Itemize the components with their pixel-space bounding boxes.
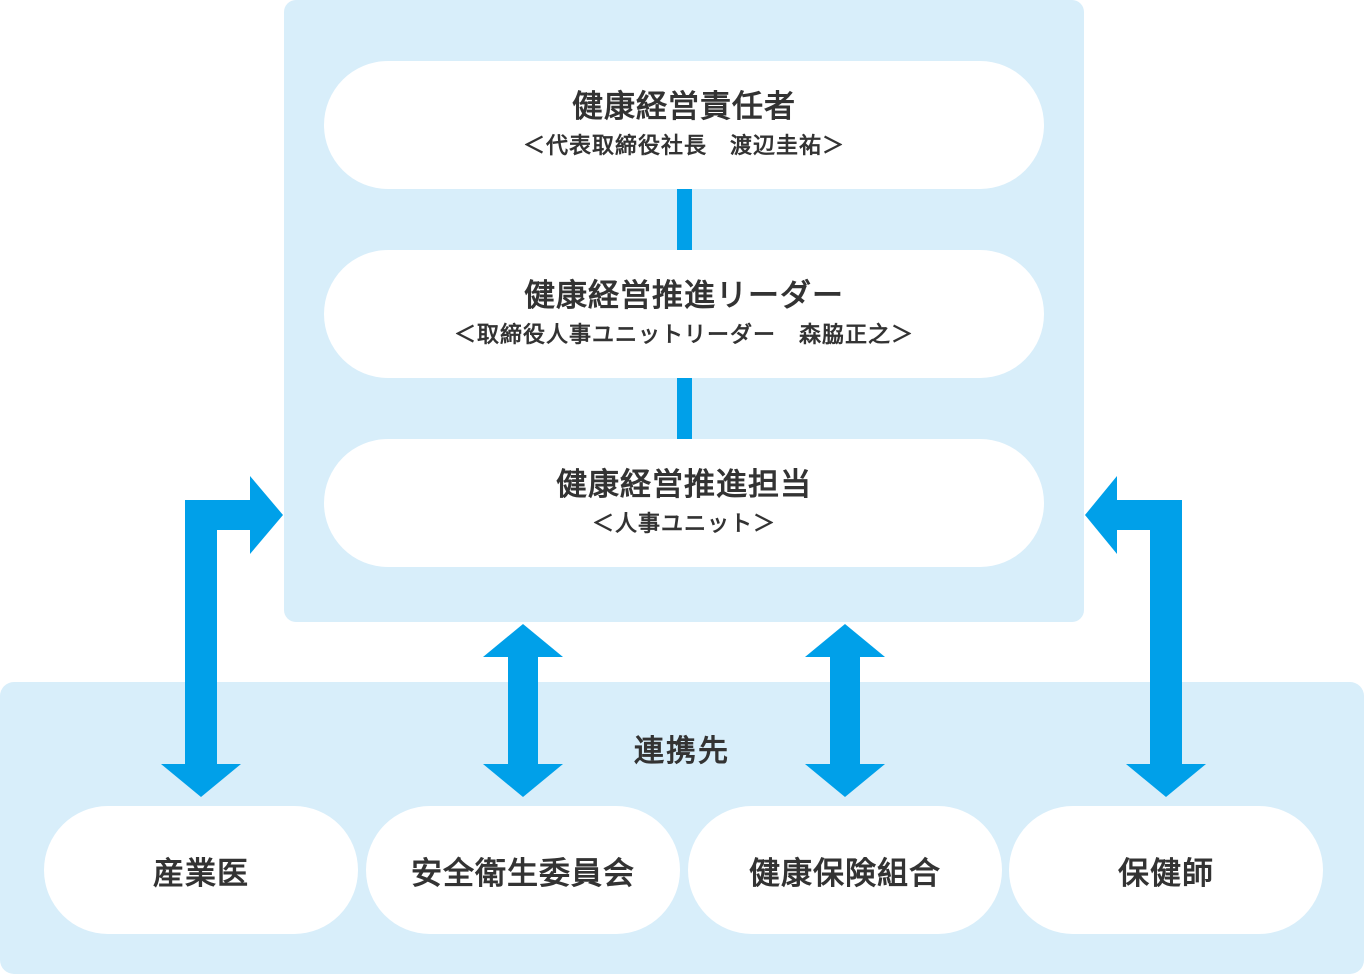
role-title: 健康経営責任者	[572, 89, 796, 125]
connector-line	[677, 188, 692, 250]
partner-health-insurance-union: 健康保険組合	[688, 806, 1002, 934]
partner-public-health-nurse: 保健師	[1009, 806, 1323, 934]
double-arrow-center-right	[805, 624, 885, 797]
role-health-management-officer: 健康経営責任者 ＜代表取締役社長 渡辺圭祐＞	[324, 61, 1044, 189]
connector-line	[677, 377, 692, 439]
partners-title: 連携先	[634, 734, 730, 769]
partner-label: 保健師	[1118, 855, 1214, 892]
partner-industrial-physician: 産業医	[44, 806, 358, 934]
partner-label: 産業医	[153, 855, 249, 892]
role-health-promotion-leader: 健康経営推進リーダー ＜取締役人事ユニットリーダー 森脇正之＞	[324, 250, 1044, 378]
elbow-arrow-right	[1085, 476, 1206, 797]
elbow-arrow-left	[161, 476, 283, 797]
role-title: 健康経営推進リーダー	[524, 278, 844, 314]
role-subtitle: ＜取締役人事ユニットリーダー 森脇正之＞	[453, 323, 914, 348]
partner-label: 健康保険組合	[749, 855, 941, 892]
partner-safety-health-committee: 安全衛生委員会	[366, 806, 680, 934]
role-subtitle: ＜人事ユニット＞	[591, 512, 776, 537]
role-title: 健康経営推進担当	[556, 467, 812, 503]
role-health-promotion-staff: 健康経営推進担当 ＜人事ユニット＞	[324, 439, 1044, 567]
role-subtitle: ＜代表取締役社長 渡辺圭祐＞	[522, 134, 845, 159]
partner-label: 安全衛生委員会	[411, 855, 635, 892]
double-arrow-center-left	[483, 624, 563, 797]
